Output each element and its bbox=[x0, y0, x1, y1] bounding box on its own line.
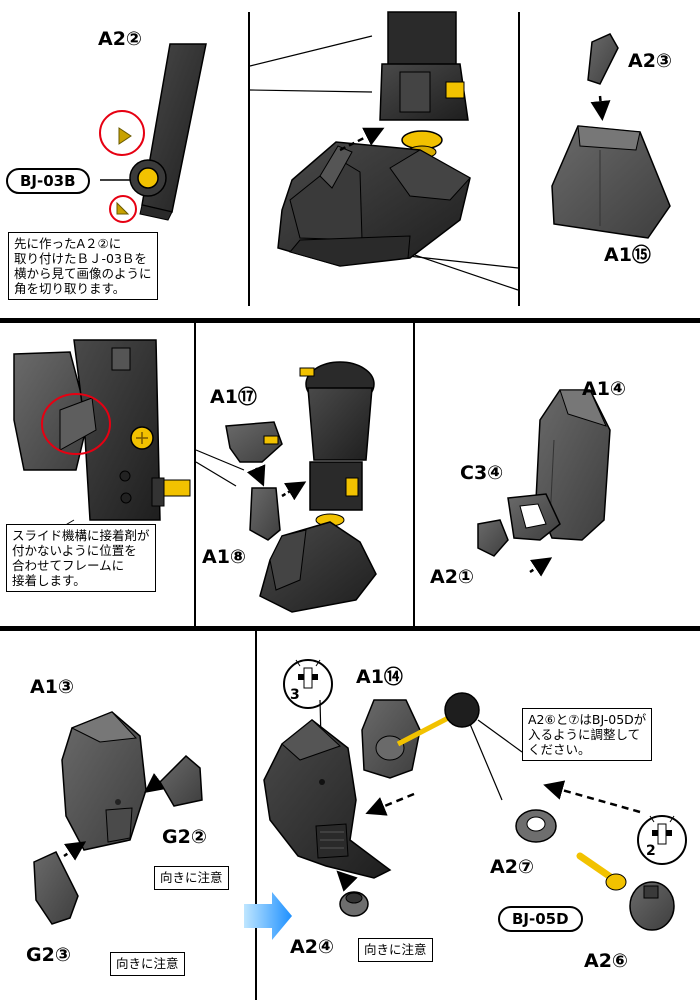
panel8-pin bbox=[576, 852, 627, 891]
joint-ball bbox=[444, 692, 480, 728]
assembly-arrow bbox=[529, 557, 553, 577]
panel5-zoom-lines bbox=[195, 449, 245, 487]
panel8-guard bbox=[361, 692, 523, 801]
panel8-ring bbox=[515, 809, 557, 843]
part-label: A1⑮ bbox=[604, 244, 651, 266]
panel5-small-part-a bbox=[225, 421, 283, 463]
panel5-leg bbox=[259, 361, 377, 613]
panel3-wedge bbox=[551, 125, 671, 239]
part-label: G2② bbox=[162, 826, 207, 848]
assembly-arrow bbox=[339, 127, 385, 152]
next-step-arrow bbox=[244, 892, 292, 940]
connector-label: BJ-03B bbox=[6, 168, 90, 194]
panel6-bracket bbox=[507, 493, 561, 541]
part-label: C3④ bbox=[460, 462, 504, 484]
panel8-small-cap bbox=[339, 891, 369, 917]
panel4-detail bbox=[0, 323, 194, 541]
panel7-main-part bbox=[61, 711, 147, 851]
assembly-arrow bbox=[336, 870, 358, 892]
panel8-main-part bbox=[263, 719, 392, 879]
part-label: A1④ bbox=[582, 378, 627, 400]
drill-size-label: 2 bbox=[646, 843, 656, 859]
assembly-arrow bbox=[365, 792, 415, 816]
assembly-arrow bbox=[590, 95, 611, 121]
drill-size-label: 3 bbox=[290, 687, 300, 703]
orientation-caution: 向きに注意 bbox=[110, 952, 185, 976]
panel1-arm-part bbox=[100, 43, 207, 221]
part-label: A1③ bbox=[30, 676, 75, 698]
part-label: A1⑭ bbox=[356, 666, 403, 688]
orientation-caution: 向きに注意 bbox=[154, 866, 229, 890]
part-label: G2③ bbox=[26, 944, 71, 966]
part-label: A1⑧ bbox=[202, 546, 247, 568]
panel3-small-part bbox=[587, 33, 619, 85]
assembly-arrow bbox=[543, 780, 641, 814]
red-circle bbox=[41, 393, 111, 455]
panel8-drill-callout-a bbox=[283, 659, 333, 781]
part-label: A2④ bbox=[290, 936, 335, 958]
panel1-cut-marks bbox=[99, 110, 145, 223]
instruction-note: A2⑥と⑦はBJ-05Dが 入るように調整して ください。 bbox=[522, 708, 653, 761]
part-label: A2② bbox=[98, 28, 143, 50]
panel2-leg-upper bbox=[379, 11, 469, 159]
assembly-arrow bbox=[63, 841, 87, 861]
panel-borders bbox=[0, 12, 700, 1000]
panel5-small-part-b bbox=[249, 487, 281, 541]
part-label: A2① bbox=[430, 566, 475, 588]
panel2-foot bbox=[277, 141, 471, 267]
connector-label: BJ-05D bbox=[498, 906, 583, 932]
part-label: A1⑰ bbox=[210, 386, 257, 408]
panel8-drill-callout-b bbox=[637, 815, 687, 865]
orientation-caution: 向きに注意 bbox=[358, 938, 433, 962]
part-label: A2⑥ bbox=[584, 950, 629, 972]
instruction-note: スライド機構に接着剤が 付かないように位置を 合わせてフレームに 接着します。 bbox=[6, 524, 156, 592]
panel7-part-b bbox=[159, 754, 203, 807]
assembly-arrow bbox=[246, 464, 266, 487]
panel2-zoom-lines bbox=[249, 35, 519, 291]
instruction-note: 先に作ったA２②に 取り付けたＢＪ-03Ｂを 横から見て画像のように 角を切り取… bbox=[8, 232, 158, 300]
yellow-tab bbox=[445, 81, 465, 99]
assembly-arrow bbox=[144, 773, 166, 793]
red-circle bbox=[109, 195, 137, 223]
red-circle bbox=[99, 110, 145, 156]
panel8-dome bbox=[629, 881, 675, 931]
joint-ball bbox=[137, 167, 159, 189]
panel6-plate bbox=[535, 389, 611, 541]
part-label: A2⑦ bbox=[490, 856, 535, 878]
panel6-small-part bbox=[477, 519, 509, 557]
assembly-arrow bbox=[281, 481, 307, 501]
part-label: A2③ bbox=[628, 50, 673, 72]
panel7-part-c bbox=[33, 851, 79, 925]
